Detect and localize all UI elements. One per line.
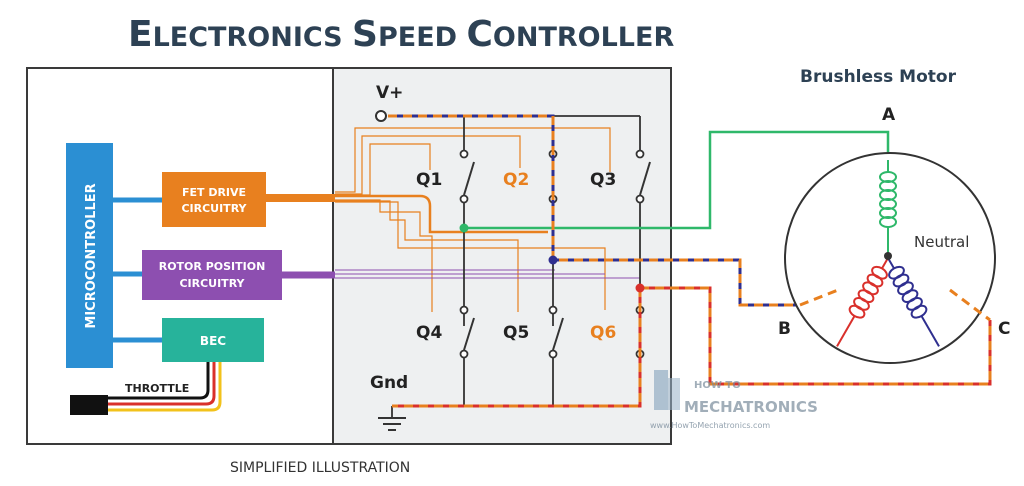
watermark-logo	[654, 370, 680, 410]
watermark-line1: HOW TO	[694, 380, 741, 391]
vplus-terminal	[375, 110, 387, 122]
mcu-connectors	[112, 197, 162, 343]
throttle-connector	[70, 395, 108, 415]
active-current-path	[388, 114, 992, 408]
q3-label: Q3	[590, 170, 616, 190]
coil-b-current	[799, 288, 839, 307]
throttle-label: THROTTLE	[125, 382, 189, 395]
phase-c-label: C	[998, 319, 1010, 339]
q2-label: Q2	[503, 170, 529, 190]
fet-drive-label-2: CIRCUITRY	[181, 202, 247, 215]
q5-label: Q5	[503, 323, 529, 343]
gnd-label: Gnd	[370, 373, 408, 393]
phase-b-label: B	[778, 319, 791, 339]
phase-a-wire	[464, 130, 890, 230]
coil-a	[879, 160, 897, 254]
neutral-label: Neutral	[914, 233, 969, 251]
microcontroller-block	[66, 143, 113, 368]
switch-contacts	[459, 149, 645, 359]
bridge-panel	[332, 67, 672, 445]
throttle-wires	[108, 362, 222, 412]
vplus-label: V+	[376, 83, 403, 103]
watermark-url: www.HowToMechatronics.com	[650, 421, 770, 430]
phase-a-label: A	[882, 105, 896, 125]
fet-drive-label-1: FET DRIVE	[182, 186, 246, 199]
q1-label: Q1	[416, 170, 442, 190]
bec-label: BEC	[200, 334, 226, 348]
neutral-node	[884, 252, 892, 260]
phase-a-node	[459, 223, 469, 233]
rotor-label-2: CIRCUITRY	[179, 277, 245, 290]
watermark-line2: MECHATRONICS	[684, 398, 818, 416]
phase-b-node	[548, 255, 558, 265]
q4-label: Q4	[416, 323, 442, 343]
fet-drive-bus	[266, 127, 611, 312]
microcontroller-label: MICROCONTROLLER	[84, 183, 99, 328]
motor-title: Brushless Motor	[800, 67, 957, 87]
rotor-label-1: ROTOR POSITION	[159, 260, 266, 273]
ground-symbol	[378, 417, 406, 431]
q6-label: Q6	[590, 323, 616, 343]
fet-drive-block	[162, 172, 266, 227]
phase-c-node	[635, 283, 645, 293]
rotor-position-block	[142, 250, 282, 300]
coil-c-current	[949, 288, 991, 322]
caption: SIMPLIFIED ILLUSTRATION	[230, 460, 410, 476]
rotor-bus	[282, 269, 640, 279]
page-title: ELECTRONICS SPEED CONTROLLER	[128, 14, 674, 55]
bec-block	[162, 318, 264, 362]
